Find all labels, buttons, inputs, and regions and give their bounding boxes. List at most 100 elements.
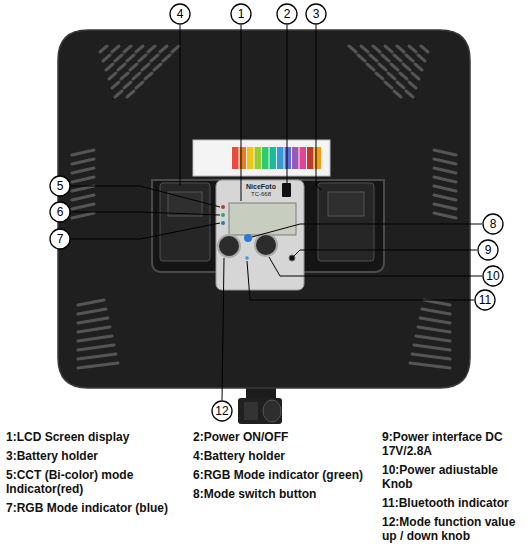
- vent-slit: [379, 64, 386, 70]
- part-description: 12:Mode function value up / down knob: [382, 515, 524, 543]
- vent-slit: [388, 73, 395, 79]
- callout-number: 1: [229, 6, 253, 22]
- spectrum-bars: [232, 147, 321, 169]
- vent-slit: [391, 64, 398, 70]
- vent-slit: [130, 64, 137, 70]
- leader-line: [294, 250, 477, 256]
- vent-slit: [124, 82, 131, 88]
- spectrum-sticker: [193, 140, 330, 176]
- bluetooth-indicator: [245, 256, 249, 260]
- vent-slit: [397, 46, 404, 52]
- vent-slit: [434, 195, 456, 200]
- battery-plate: [168, 192, 202, 216]
- part-description: 9:Power interface DC 17V/2.8A: [382, 430, 524, 458]
- legend-column: 9:Power interface DC 17V/2.8A 10:Power ad…: [382, 430, 524, 543]
- power-knob: [255, 234, 277, 256]
- vent-slit: [145, 73, 152, 79]
- callout-number: 4: [168, 6, 192, 22]
- spectrum-bar: [270, 147, 277, 169]
- vent-slit: [115, 91, 122, 97]
- vent-slit: [72, 168, 94, 173]
- vent-slit: [418, 55, 425, 61]
- vent-slit: [72, 213, 94, 218]
- vent-slit: [397, 82, 404, 88]
- spectrum-bar: [300, 147, 307, 169]
- vent-slit: [136, 82, 143, 88]
- vent-slit: [154, 64, 161, 70]
- part-description: 10:Power adiustable Knob: [382, 463, 524, 491]
- vent-slit: [148, 46, 155, 52]
- vent-slit: [72, 186, 94, 191]
- vent-slit: [424, 300, 450, 305]
- vent-slit: [434, 204, 456, 209]
- battery-holder: [160, 183, 210, 261]
- value-knob: [218, 235, 240, 257]
- vent-slit: [72, 177, 94, 182]
- vent-slit: [382, 55, 389, 61]
- vent-slit: [78, 363, 118, 368]
- vent-slit: [78, 318, 108, 323]
- vent-slit: [385, 82, 392, 88]
- vent-slit: [421, 46, 428, 52]
- leader-line: [287, 25, 288, 183]
- callout-number: 10: [481, 268, 505, 284]
- vent-slit: [136, 46, 143, 52]
- spectrum-bar: [292, 147, 299, 169]
- leader-line: [252, 224, 482, 237]
- mode-button: [244, 234, 252, 242]
- rgb-indicator-blue: [221, 221, 225, 225]
- vent-slit: [160, 46, 167, 52]
- vent-slit: [78, 300, 104, 305]
- spectrum-bar: [285, 147, 292, 169]
- vent-slit: [124, 46, 131, 52]
- leader-line: [71, 223, 220, 239]
- spectrum-bar: [262, 147, 269, 169]
- vent-slit: [370, 55, 377, 61]
- vent-slit: [100, 46, 107, 52]
- mount-bracket: [238, 398, 282, 424]
- cct-indicator: [221, 205, 225, 209]
- vent-slit: [112, 82, 119, 88]
- mount-ratchet: [244, 402, 258, 420]
- vent-slit: [418, 327, 450, 332]
- legend-column: 1:LCD Screen display3:Battery holder5:CC…: [6, 430, 186, 515]
- vent-slit: [414, 345, 450, 350]
- leader-line: [71, 186, 220, 207]
- vent-slit: [72, 150, 94, 155]
- vent-slit: [409, 82, 416, 88]
- vent-slit: [163, 55, 170, 61]
- vent-slit: [115, 55, 122, 61]
- spectrum-bar: [247, 147, 254, 169]
- vent-slit: [410, 363, 450, 368]
- part-description: 4:Battery holder: [193, 449, 375, 463]
- part-description: 1:LCD Screen display: [6, 430, 186, 444]
- spectrum-bar: [255, 147, 262, 169]
- callout-number: 7: [48, 231, 72, 247]
- callout-number: 5: [48, 178, 72, 194]
- legend-column: 2:Power ON/OFF4:Battery holder6:RGB Mode…: [193, 430, 375, 501]
- leader-line: [71, 212, 220, 215]
- power-switch: [282, 183, 291, 197]
- vent-slit: [109, 73, 116, 79]
- vent-slit: [78, 345, 114, 350]
- battery-plate: [328, 192, 364, 216]
- panel-body: [58, 30, 470, 388]
- vent-slit: [72, 195, 94, 200]
- callout-number: 9: [476, 242, 500, 258]
- brand-text: NiceFoto: [221, 183, 301, 191]
- callout-number: 8: [481, 216, 505, 232]
- vent-slit: [406, 91, 413, 97]
- vent-slit: [400, 73, 407, 79]
- callout-number: 2: [275, 6, 299, 22]
- vent-slit: [361, 46, 368, 52]
- vent-slit: [412, 73, 419, 79]
- part-description: 6:RGB Mode indicator (green): [193, 468, 375, 482]
- vent-slit: [373, 46, 380, 52]
- vent-slit: [349, 46, 356, 52]
- vent-slit: [434, 177, 456, 182]
- vent-slit: [78, 309, 106, 314]
- callout-number: 12: [210, 403, 234, 419]
- vent-slit: [151, 55, 158, 61]
- vent-slit: [376, 73, 383, 79]
